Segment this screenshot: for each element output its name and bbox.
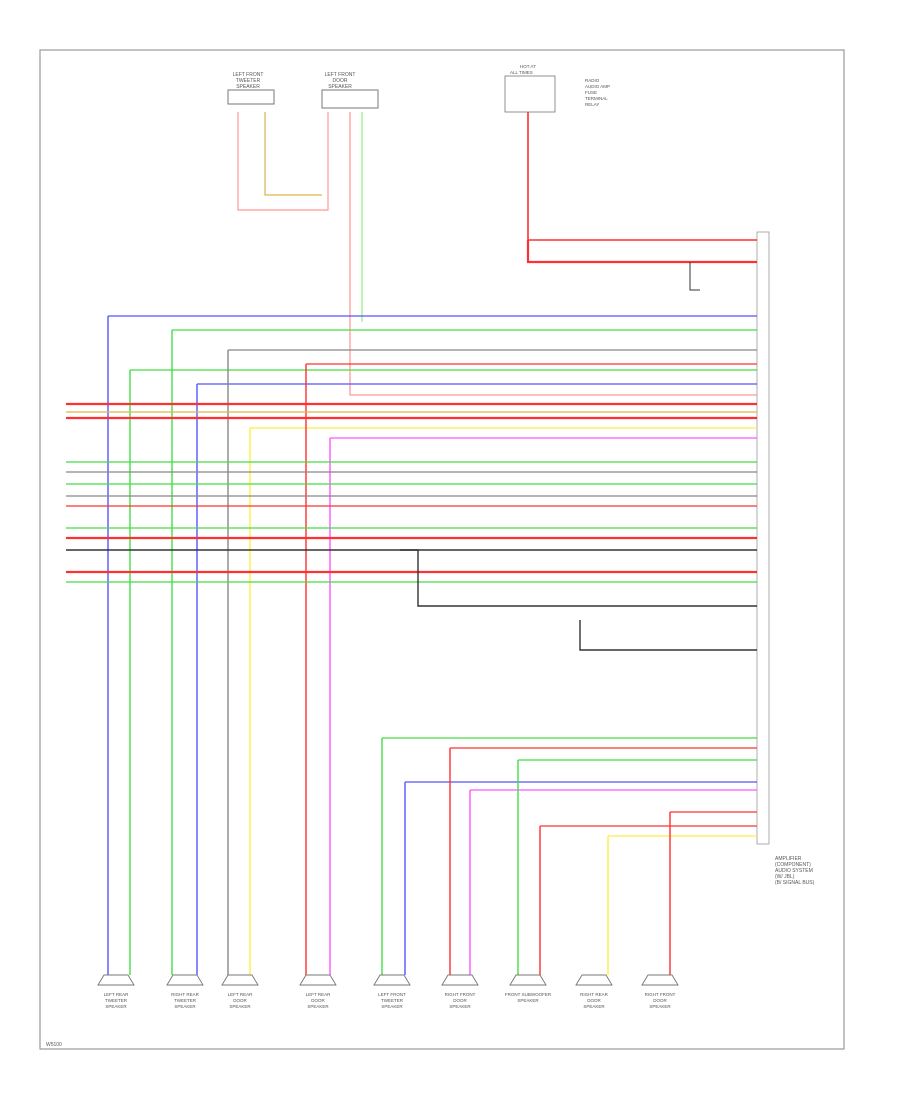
speaker-label-line: RIGHT REAR (171, 992, 199, 997)
speaker-label-line: DOOR (311, 998, 325, 1003)
speaker-label-line: DOOR (587, 998, 601, 1003)
svg-text:LEFT FRONT: LEFT FRONT (325, 72, 356, 78)
footer-code: W5100 (46, 1042, 62, 1048)
wire-tweeter-tan (264, 112, 322, 196)
diagram-frame (39, 49, 845, 1050)
svg-text:SPEAKER: SPEAKER (328, 84, 352, 90)
svg-text:HOT AT: HOT AT (520, 64, 536, 69)
svg-text:RELAY: RELAY (585, 102, 599, 107)
speaker-label-line: SPEAKER (517, 998, 539, 1003)
svg-text:ALL TIMES: ALL TIMES (510, 70, 533, 75)
speaker-label-line: LEFT FRONT (378, 992, 406, 997)
speaker-symbol (221, 974, 259, 986)
speaker-label-line: FRONT SUBWOOFER (505, 992, 552, 997)
speaker-label-line: RIGHT FRONT (445, 992, 476, 997)
speaker-label-line: SPEAKER (649, 1004, 671, 1009)
speaker-symbol (441, 974, 479, 986)
wire-door-pink (349, 112, 757, 396)
svg-text:RADIO: RADIO (585, 78, 600, 83)
svg-text:TWEETER: TWEETER (236, 78, 261, 84)
svg-text:LEFT FRONT: LEFT FRONT (233, 72, 264, 78)
speaker-label-line: TWEETER (105, 998, 128, 1003)
speaker-label-line: LEFT REAR (306, 992, 331, 997)
svg-text:AUDIO SYSTEM: AUDIO SYSTEM (775, 868, 813, 874)
speaker-symbol (509, 974, 547, 986)
speaker-label-line: SPEAKER (583, 1004, 605, 1009)
fuse-box (504, 75, 556, 113)
svg-text:SPEAKER: SPEAKER (236, 84, 260, 90)
speaker-label-line: SPEAKER (381, 1004, 403, 1009)
speaker-label-line: SPEAKER (174, 1004, 196, 1009)
svg-text:AUDIO AMP: AUDIO AMP (585, 84, 610, 89)
wire-tweeter-loop (237, 112, 329, 211)
speaker-label-line: SPEAKER (105, 1004, 127, 1009)
speaker-symbol (641, 974, 679, 986)
speaker-label-line: TWEETER (381, 998, 404, 1003)
wire-black-ground (579, 620, 757, 651)
speaker-label-line: TWEETER (174, 998, 197, 1003)
speaker-label-line: LEFT REAR (228, 992, 253, 997)
svg-text:FUSE: FUSE (585, 90, 597, 95)
svg-text:AMPLIFIER: AMPLIFIER (775, 856, 802, 862)
speaker-label-line: SPEAKER (449, 1004, 471, 1009)
speaker-symbol (166, 974, 204, 986)
amplifier-label: AMPLIFIER (COMPONENT) AUDIO SYSTEM (W/ J… (775, 856, 815, 886)
wire-ground-tap (689, 262, 700, 291)
speaker-label-line: DOOR (453, 998, 467, 1003)
top-speaker-b-box (321, 89, 379, 109)
svg-text:(W/ JBL): (W/ JBL) (775, 874, 795, 880)
svg-text:(B/ SIGNAL BUS): (B/ SIGNAL BUS) (775, 880, 815, 886)
wire-fuse-red-2 (526, 240, 757, 264)
speaker-symbol (373, 974, 411, 986)
speaker-symbol (299, 974, 337, 986)
top-speaker-a-label: LEFT FRONT TWEETER SPEAKER (233, 72, 264, 90)
speaker-label-line: RIGHT REAR (580, 992, 608, 997)
speaker-label-line: LEFT REAR (104, 992, 129, 997)
wires-layer (66, 112, 757, 975)
amplifier-connector-strip (756, 231, 770, 845)
wire-black-jog (400, 549, 757, 607)
svg-text:TERMINAL: TERMINAL (585, 96, 608, 101)
wire-fuse-red-1 (527, 112, 757, 241)
top-speaker-a-box (227, 89, 275, 105)
speaker-label-line: RIGHT FRONT (645, 992, 676, 997)
svg-text:(COMPONENT): (COMPONENT) (775, 862, 811, 868)
speaker-label-line: SPEAKER (229, 1004, 251, 1009)
speaker-label-line: SPEAKER (307, 1004, 329, 1009)
fuse-note: RADIO AUDIO AMP FUSE (585, 78, 610, 95)
speaker-symbol (97, 974, 135, 986)
speaker-label-line: DOOR (233, 998, 247, 1003)
relay-note: TERMINAL RELAY (585, 96, 608, 107)
fuse-label: HOT AT ALL TIMES (510, 64, 536, 75)
speaker-symbol (575, 974, 613, 986)
svg-text:DOOR: DOOR (333, 78, 348, 84)
speaker-label-line: DOOR (653, 998, 667, 1003)
top-speaker-b-label: LEFT FRONT DOOR SPEAKER (325, 72, 356, 90)
